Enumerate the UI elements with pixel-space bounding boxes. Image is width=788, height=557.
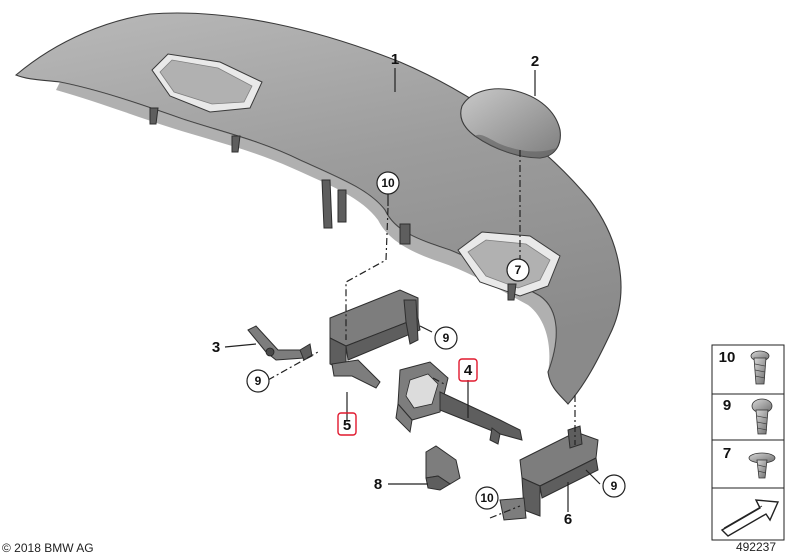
bracket-part-3 — [247, 325, 313, 361]
leader-lines — [224, 68, 601, 512]
diagram-id-text: 492237 — [735, 540, 776, 554]
legend-item-10: 10 — [719, 349, 770, 385]
svg-text:7: 7 — [515, 263, 522, 277]
callout-9-left: 9 — [246, 369, 270, 393]
bracket-part-4 — [395, 361, 523, 445]
highlight-box-part-5 — [337, 412, 357, 436]
part-labels: 1 2 3 4 5 6 8 — [212, 51, 572, 528]
svg-text:10: 10 — [719, 349, 736, 366]
trim-panel-part — [14, 12, 622, 405]
svg-text:9: 9 — [255, 374, 262, 388]
svg-text:10: 10 — [480, 491, 494, 505]
part-label-6: 6 — [564, 511, 572, 528]
part-label-3: 3 — [212, 339, 220, 356]
callout-7: 7 — [506, 258, 530, 282]
svg-text:10: 10 — [381, 176, 395, 190]
callout-10-top: 10 — [376, 171, 400, 206]
svg-text:9: 9 — [443, 331, 450, 345]
callout-9-right: 9 — [602, 474, 626, 498]
bolt-9-icon — [751, 398, 773, 435]
bolt-10-icon — [750, 350, 770, 385]
svg-text:9: 9 — [723, 397, 731, 414]
legend-arrow-icon — [720, 499, 780, 537]
copyright-text: © 2018 BMW AG — [2, 541, 94, 555]
assembly-dash-lines — [267, 150, 576, 519]
part-label-2: 2 — [531, 53, 539, 70]
part-label-4: 4 — [464, 362, 473, 379]
svg-text:7: 7 — [723, 445, 731, 462]
bolt-7-icon — [748, 452, 776, 479]
svg-text:9: 9 — [611, 479, 618, 493]
part-label-5: 5 — [343, 417, 351, 434]
circled-callouts: 10 7 9 9 9 10 — [246, 171, 626, 510]
highlight-box-part-4 — [458, 358, 478, 382]
bracket-part-5 — [329, 289, 421, 389]
cover-pad-part — [460, 88, 561, 159]
legend-item-9: 9 — [723, 397, 773, 435]
part-label-1: 1 — [391, 51, 399, 68]
fastener-legend: 10 9 7 — [711, 344, 785, 541]
part-label-8: 8 — [374, 476, 382, 493]
callout-10-bottom: 10 — [475, 486, 499, 510]
clip-part-8 — [425, 445, 461, 491]
callout-9-upper: 9 — [434, 326, 458, 350]
bracket-part-6 — [499, 425, 599, 521]
legend-item-7: 7 — [723, 445, 776, 479]
